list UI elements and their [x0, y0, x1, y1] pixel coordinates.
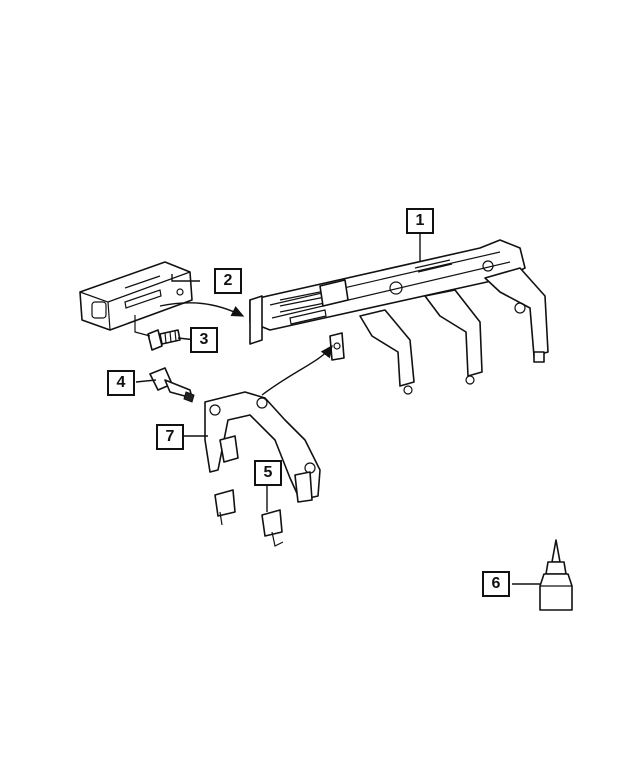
callout-3: 3	[190, 327, 218, 353]
callout-7: 7	[156, 424, 184, 450]
sealant-bottle	[539, 539, 573, 611]
callout-5: 5	[254, 460, 282, 486]
pivot-pin	[149, 367, 195, 403]
selector-block	[79, 261, 193, 331]
leader-lines	[134, 234, 540, 585]
shift-fork	[204, 391, 321, 503]
callout-1: 1	[406, 208, 434, 234]
shift-rail-assembly	[249, 239, 549, 395]
callout-2: 2	[214, 268, 242, 294]
callout-6: 6	[482, 571, 510, 597]
assembly-arrows	[159, 302, 333, 396]
shift-pads	[214, 489, 284, 547]
callout-4: 4	[107, 370, 135, 396]
bolt	[147, 329, 181, 351]
